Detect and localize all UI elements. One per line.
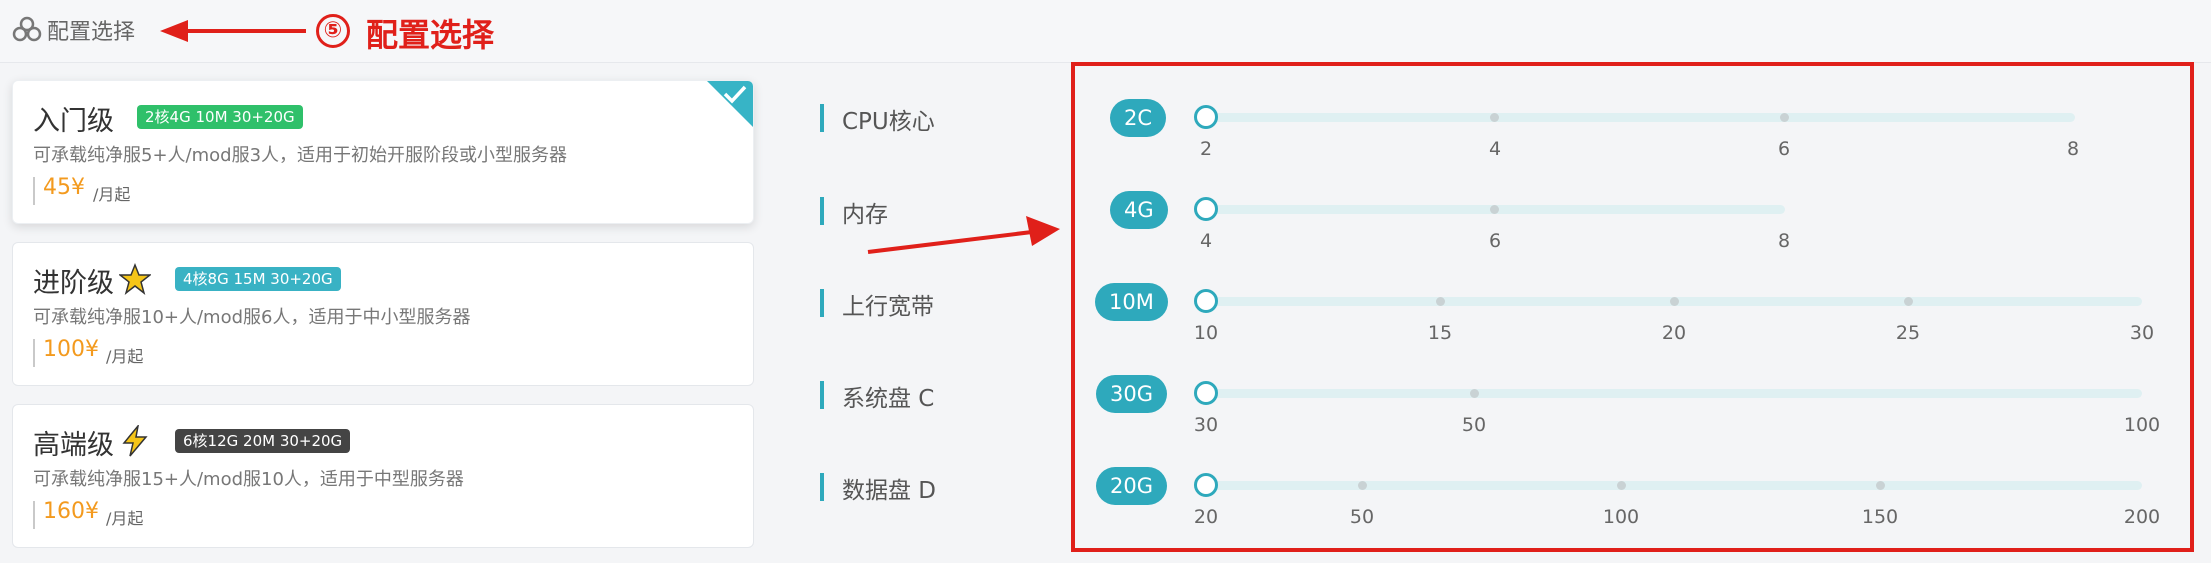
slider-tick-label: 8 — [1777, 230, 1791, 252]
slider-tick-label: 50 — [1461, 414, 1487, 436]
slider-dot — [1358, 481, 1367, 490]
plan-description: 可承载纯净服15+人/mod服10人，适用于中型服务器 — [33, 469, 464, 490]
plan-name: 高端级 — [33, 430, 114, 461]
plan-name: 入门级 — [33, 106, 114, 137]
price-divider — [33, 177, 35, 205]
price-divider — [33, 339, 35, 367]
spec-label-bandwidth: 上行宽带 — [820, 287, 934, 321]
slider-tick-label: 8 — [2066, 138, 2080, 160]
cpu-slider-track[interactable] — [1205, 113, 2075, 122]
slider-tick-label: 2 — [1199, 138, 1213, 160]
plan-price: 45¥ — [43, 175, 85, 200]
plan-card-premium[interactable]: 高端级 6核12G 20M 30+20G 可承载纯净服15+人/mod服10人，… — [12, 404, 754, 548]
plan-spec-badge: 6核12G 20M 30+20G — [175, 429, 351, 453]
slider-tick-label: 30 — [1193, 414, 1219, 436]
annotation-number: ⑤ — [316, 14, 350, 48]
section-title: 配置选择 — [47, 20, 136, 45]
slider-tick-label: 6 — [1488, 230, 1502, 252]
price-unit: /月起 — [106, 347, 144, 366]
annotation-pointer-arrow-icon — [867, 216, 1060, 254]
plan-price: 160¥ — [43, 499, 99, 524]
slider-dot — [1490, 113, 1499, 122]
slider-tick-label: 4 — [1488, 138, 1502, 160]
annotation-arrow-icon — [160, 20, 306, 42]
plan-description: 可承载纯净服10+人/mod服6人，适用于中小型服务器 — [33, 307, 471, 328]
slider-tick-label: 10 — [1193, 322, 1219, 344]
cpu-slider-handle[interactable] — [1194, 105, 1218, 129]
slider-tick-label: 20 — [1661, 322, 1687, 344]
bandwidth-slider-handle[interactable] — [1194, 289, 1218, 313]
check-icon — [723, 85, 747, 104]
slider-dot — [1904, 297, 1913, 306]
cpu-value-badge: 2C — [1110, 99, 1167, 137]
slider-tick-label: 200 — [2123, 506, 2161, 528]
slider-dot — [1780, 113, 1789, 122]
slider-dot — [1470, 389, 1479, 398]
slider-dot — [1876, 481, 1885, 490]
spec-label-cpu: CPU核心 — [820, 102, 935, 136]
annotation-text: 配置选择 — [366, 16, 495, 54]
system-disk-value-badge: 30G — [1096, 375, 1167, 413]
plan-card-advanced[interactable]: 进阶级 4核8G 15M 30+20G 可承载纯净服10+人/mod服6人，适用… — [12, 242, 754, 386]
slider-tick-label: 150 — [1861, 506, 1899, 528]
bandwidth-value-badge: 10M — [1095, 283, 1168, 321]
plan-description: 可承载纯净服5+人/mod服3人，适用于初始开服阶段或小型服务器 — [33, 145, 568, 166]
plan-price: 100¥ — [43, 337, 99, 362]
slider-tick-label: 50 — [1349, 506, 1375, 528]
price-unit: /月起 — [93, 185, 131, 204]
price-divider — [33, 501, 35, 529]
slider-dot — [1490, 205, 1499, 214]
slider-dot — [1617, 481, 1626, 490]
slider-tick-label: 15 — [1427, 322, 1453, 344]
spec-label-data-disk: 数据盘 D — [820, 471, 936, 505]
memory-slider-handle[interactable] — [1194, 197, 1218, 221]
plan-card-basic[interactable]: 入门级 2核4G 10M 30+20G 可承载纯净服5+人/mod服3人，适用于… — [12, 80, 754, 224]
lightning-icon — [122, 425, 148, 457]
plan-spec-badge: 2核4G 10M 30+20G — [137, 105, 303, 129]
slider-tick-label: 100 — [1602, 506, 1640, 528]
spec-label-system-disk: 系统盘 C — [820, 379, 934, 413]
data-disk-value-badge: 20G — [1096, 467, 1167, 505]
slider-tick-label: 100 — [2123, 414, 2161, 436]
plan-spec-badge: 4核8G 15M 30+20G — [175, 267, 341, 291]
data-disk-slider-handle[interactable] — [1194, 473, 1218, 497]
slider-tick-label: 6 — [1777, 138, 1791, 160]
memory-value-badge: 4G — [1110, 191, 1168, 229]
slider-dot — [1670, 297, 1679, 306]
system-disk-slider-handle[interactable] — [1194, 381, 1218, 405]
slider-dot — [1436, 297, 1445, 306]
data-disk-slider-track[interactable] — [1205, 481, 2142, 490]
slider-tick-label: 25 — [1895, 322, 1921, 344]
slider-tick-label: 30 — [2129, 322, 2155, 344]
annotation-highlight-box — [1071, 62, 2194, 552]
star-icon — [119, 263, 151, 295]
slider-tick-label: 20 — [1193, 506, 1219, 528]
slider-tick-label: 4 — [1199, 230, 1213, 252]
spec-label-memory: 内存 — [820, 195, 888, 229]
system-disk-slider-track[interactable] — [1205, 389, 2142, 398]
plan-name: 进阶级 — [33, 268, 114, 299]
cubes-icon — [12, 16, 42, 42]
price-unit: /月起 — [106, 509, 144, 528]
